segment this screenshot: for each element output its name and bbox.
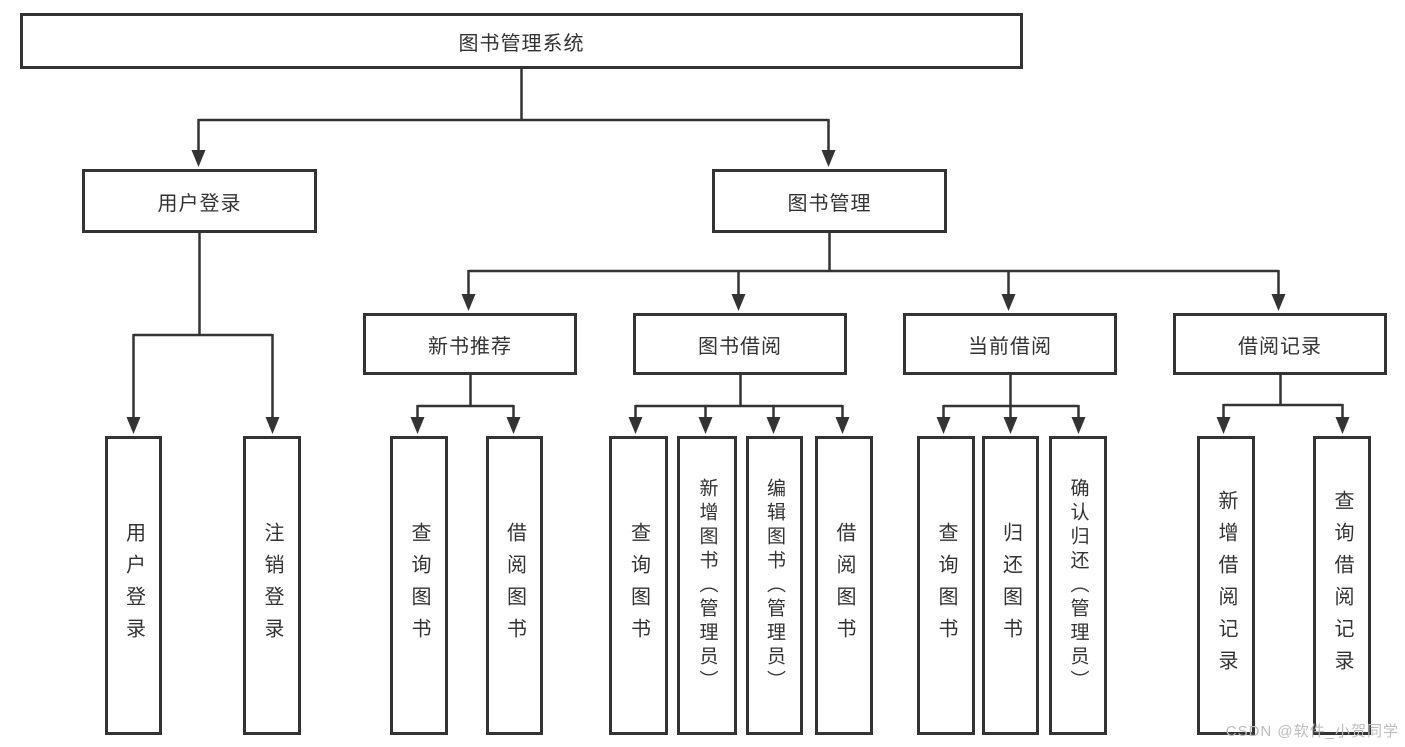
node-label: 查询图书 (408, 521, 430, 650)
arrowhead-icon (506, 417, 521, 434)
leaf-return-book: 归还图书 (982, 436, 1039, 735)
node-book-borrow: 图书借阅 (633, 313, 847, 375)
node-label: 借阅图书 (503, 521, 526, 650)
arrowhead-icon (731, 294, 746, 311)
arrowhead-icon (821, 150, 836, 167)
node-label: 图书借阅 (698, 335, 782, 358)
leaf-user-login: 用户登录 (105, 436, 162, 735)
node-label: 查询图书 (627, 521, 650, 650)
leaf-borrow-book-1: 借阅图书 (486, 436, 543, 735)
node-current-borrow: 当前借阅 (903, 313, 1117, 375)
node-borrow-records: 借阅记录 (1173, 313, 1387, 375)
arrowhead-icon (1335, 417, 1350, 434)
arrowhead-icon (1216, 417, 1231, 434)
arrowhead-icon (1003, 417, 1018, 434)
leaf-query-book-2: 查询图书 (609, 436, 668, 735)
node-label: 新增图书（管理员） (696, 477, 718, 694)
node-label: 新书推荐 (428, 335, 512, 358)
arrowhead-icon (461, 294, 476, 311)
node-label: 新增借阅记录 (1215, 489, 1237, 682)
node-label: 查询借阅记录 (1331, 489, 1353, 682)
arrowhead-icon (936, 417, 951, 434)
leaf-add-book-admin: 新增图书（管理员） (677, 436, 737, 735)
node-label: 用户登录 (122, 521, 145, 650)
leaf-confirm-return-admin: 确认归还（管理员） (1049, 436, 1107, 735)
node-label: 图书管理系统 (458, 32, 585, 55)
node-label: 注销登录 (261, 521, 283, 650)
arrowhead-icon (1271, 294, 1286, 311)
leaf-logout: 注销登录 (243, 436, 301, 735)
node-new-book-recommend: 新书推荐 (363, 313, 577, 375)
node-label: 查询图书 (935, 521, 957, 650)
node-label: 图书管理 (787, 192, 872, 215)
node-label: 归还图书 (999, 521, 1022, 650)
arrowhead-icon (191, 150, 206, 167)
node-library-management-system: 图书管理系统 (20, 13, 1023, 69)
node-user-login: 用户登录 (82, 169, 317, 233)
leaf-add-borrow-record: 新增借阅记录 (1197, 436, 1255, 735)
arrowhead-icon (698, 417, 713, 434)
node-book-management: 图书管理 (712, 169, 947, 233)
leaf-query-borrow-record: 查询借阅记录 (1313, 436, 1371, 735)
node-label: 借阅图书 (833, 521, 855, 650)
node-label: 借阅记录 (1238, 335, 1322, 358)
node-label: 确认归还（管理员） (1067, 477, 1089, 694)
arrowhead-icon (766, 417, 781, 434)
arrowhead-icon (1071, 417, 1086, 434)
arrowhead-icon (265, 417, 280, 434)
arrowhead-icon (126, 417, 141, 434)
node-label: 当前借阅 (968, 335, 1052, 358)
arrowhead-icon (410, 417, 425, 434)
watermark: CSDN @软件_小贺同学 (1225, 723, 1399, 740)
node-label: 用户登录 (157, 192, 242, 215)
arrowhead-icon (1001, 294, 1016, 311)
leaf-query-book-3: 查询图书 (917, 436, 975, 735)
arrowhead-icon (835, 417, 850, 434)
leaf-borrow-book-2: 借阅图书 (815, 436, 873, 735)
node-label: 编辑图书（管理员） (764, 477, 785, 694)
arrowhead-icon (628, 417, 643, 434)
leaf-query-book-1: 查询图书 (390, 436, 448, 735)
leaf-edit-book-admin: 编辑图书（管理员） (746, 436, 803, 735)
